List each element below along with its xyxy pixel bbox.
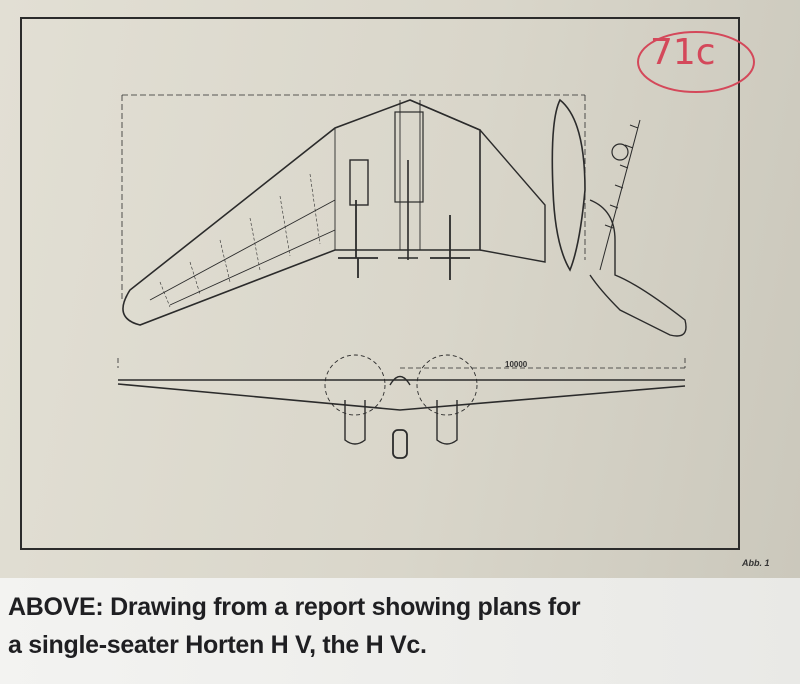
caption-area	[0, 578, 800, 684]
drawing-frame	[20, 17, 740, 550]
front-landing-gear	[392, 429, 408, 459]
cockpit-outline	[394, 111, 424, 203]
front-view-dimension	[117, 358, 686, 369]
nose-wheel	[398, 160, 418, 260]
figure-label: Abb. 1	[742, 558, 770, 568]
side-view-tail	[589, 199, 687, 337]
rib-lines	[159, 173, 321, 308]
front-engine-left	[344, 400, 366, 445]
pilot-seat	[349, 159, 369, 206]
construction-lines	[121, 94, 586, 300]
technical-drawing	[20, 17, 740, 550]
propeller-disc-right	[416, 354, 478, 416]
front-engine-right	[436, 400, 458, 445]
caption-line-1: ABOVE: Drawing from a report showing pla…	[8, 593, 581, 621]
wing-right-root	[409, 99, 546, 263]
annotation-circle	[637, 31, 755, 93]
figure-caption: ABOVE: Drawing from a report showing pla…	[8, 588, 798, 664]
ground-line-hatched	[599, 119, 641, 271]
propeller-hub	[611, 143, 629, 161]
wing-spar-lines	[149, 100, 481, 306]
caption-line-2: a single-seater Horten H V, the H Vc.	[8, 631, 427, 659]
wing-planform-top-view	[122, 99, 481, 326]
front-cockpit	[389, 375, 411, 386]
propeller-disc-left	[324, 354, 386, 416]
engine-left	[338, 200, 378, 278]
engine-right	[430, 215, 470, 280]
dimension-label: 10000	[505, 360, 528, 369]
document-photo	[0, 0, 800, 580]
side-view-fuselage	[551, 98, 586, 272]
front-view-wing	[117, 379, 686, 411]
